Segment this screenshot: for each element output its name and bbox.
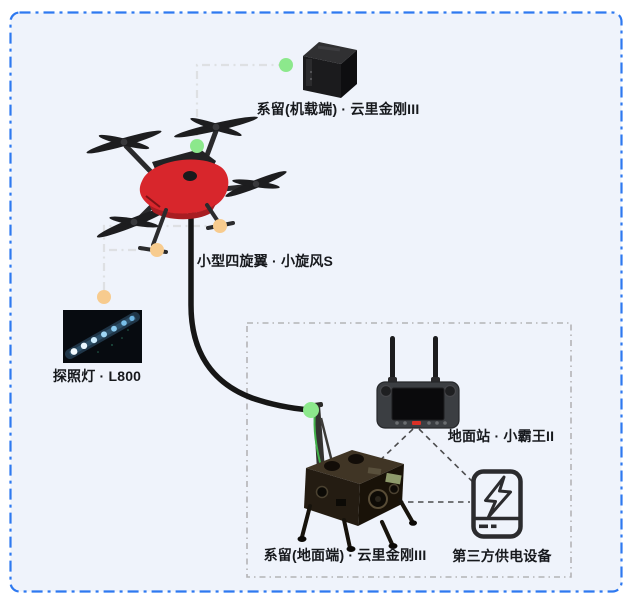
searchlight-device — [63, 310, 142, 363]
led-lights — [70, 315, 135, 355]
connection-nodes — [97, 58, 319, 418]
link-battery — [195, 63, 286, 142]
label-airborne-tether: 系留(机载端) · 云里金刚III — [256, 101, 420, 117]
link-payload-rail — [102, 224, 219, 293]
node-payload-orange — [97, 290, 111, 304]
panel-border — [9, 11, 623, 593]
node-drone-green — [190, 139, 204, 153]
node-rail-orange — [213, 219, 227, 233]
link-station-power — [418, 428, 482, 491]
label-power-device: 第三方供电设备 — [452, 548, 552, 564]
label-ground-tether: 系留(地面端) · 云里金刚III — [263, 547, 427, 563]
record-button — [412, 421, 421, 425]
drone-illustration — [86, 116, 287, 254]
label-ground-station: 地面站 · 小霸王II — [447, 428, 555, 444]
ground-group-border — [246, 322, 572, 578]
label-drone: 小型四旋翼 · 小旋风S — [196, 253, 334, 269]
node-leg-orange — [150, 243, 164, 257]
node-winch-green — [303, 402, 319, 418]
power-device-icon — [471, 469, 523, 539]
airborne-tether-device — [303, 42, 357, 98]
ground-tether-device — [297, 402, 417, 552]
tether-cable — [188, 209, 312, 413]
light-dashed-links — [102, 63, 286, 293]
left-joystick — [379, 384, 393, 398]
controller-screen — [391, 387, 445, 421]
label-searchlight: 探照灯 · L800 — [52, 368, 142, 384]
right-joystick — [443, 384, 457, 398]
lightning-bolt-icon — [484, 475, 512, 519]
ground-station-device — [376, 336, 460, 429]
node-battery-green — [279, 58, 293, 72]
lcd-screen — [385, 472, 402, 485]
